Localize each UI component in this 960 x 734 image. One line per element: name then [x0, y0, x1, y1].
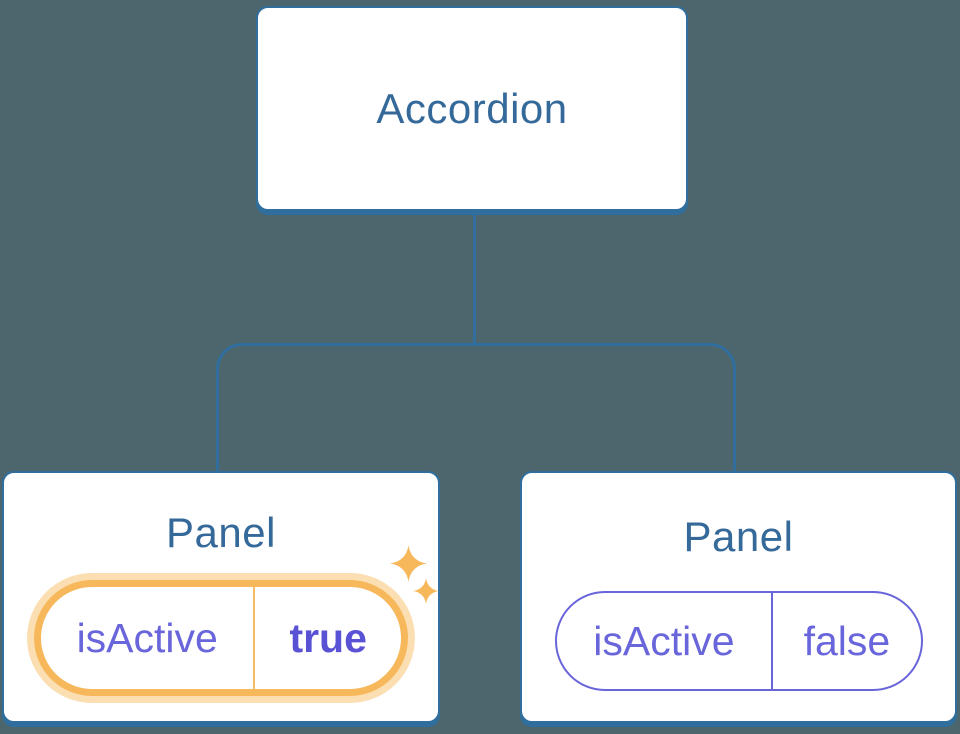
sparkle-icon	[390, 545, 427, 582]
pill-divider	[253, 587, 256, 689]
connector-branch	[216, 343, 736, 472]
state-prop-value: true	[289, 614, 367, 661]
connector-stem	[473, 213, 476, 346]
pill-divider	[771, 593, 774, 689]
state-pill-active: isActive true	[34, 580, 408, 696]
state-prop-name: isActive	[593, 617, 735, 664]
panel-box-active: Panel isActive true	[2, 471, 440, 723]
state-prop-value: false	[803, 617, 891, 664]
accordion-component-box: Accordion	[256, 6, 688, 211]
state-prop-name: isActive	[76, 614, 218, 661]
panel-box-inactive: Panel isActive false	[520, 471, 957, 723]
sparkle-icon	[413, 578, 439, 604]
state-pill-inactive: isActive false	[554, 591, 923, 691]
panel-title: Panel	[683, 513, 794, 560]
accordion-title: Accordion	[376, 84, 568, 132]
panel-title: Panel	[166, 509, 276, 556]
